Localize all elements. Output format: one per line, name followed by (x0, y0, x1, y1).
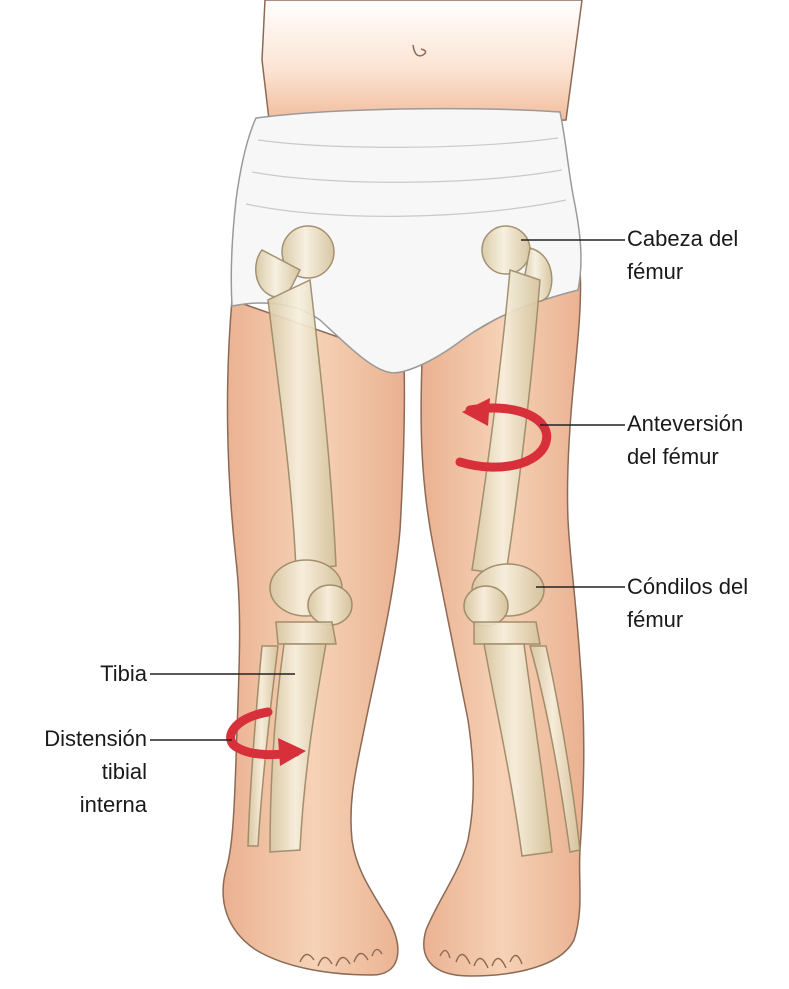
label-tibia: Tibia (100, 657, 147, 690)
label-condilos-femur: Cóndilos del fémur (627, 570, 748, 636)
label-anteversion-femur: Anteversión del fémur (627, 407, 743, 473)
label-distension-tibial: Distensión tibial interna (44, 722, 147, 821)
label-cabeza-femur: Cabeza del fémur (627, 222, 738, 288)
